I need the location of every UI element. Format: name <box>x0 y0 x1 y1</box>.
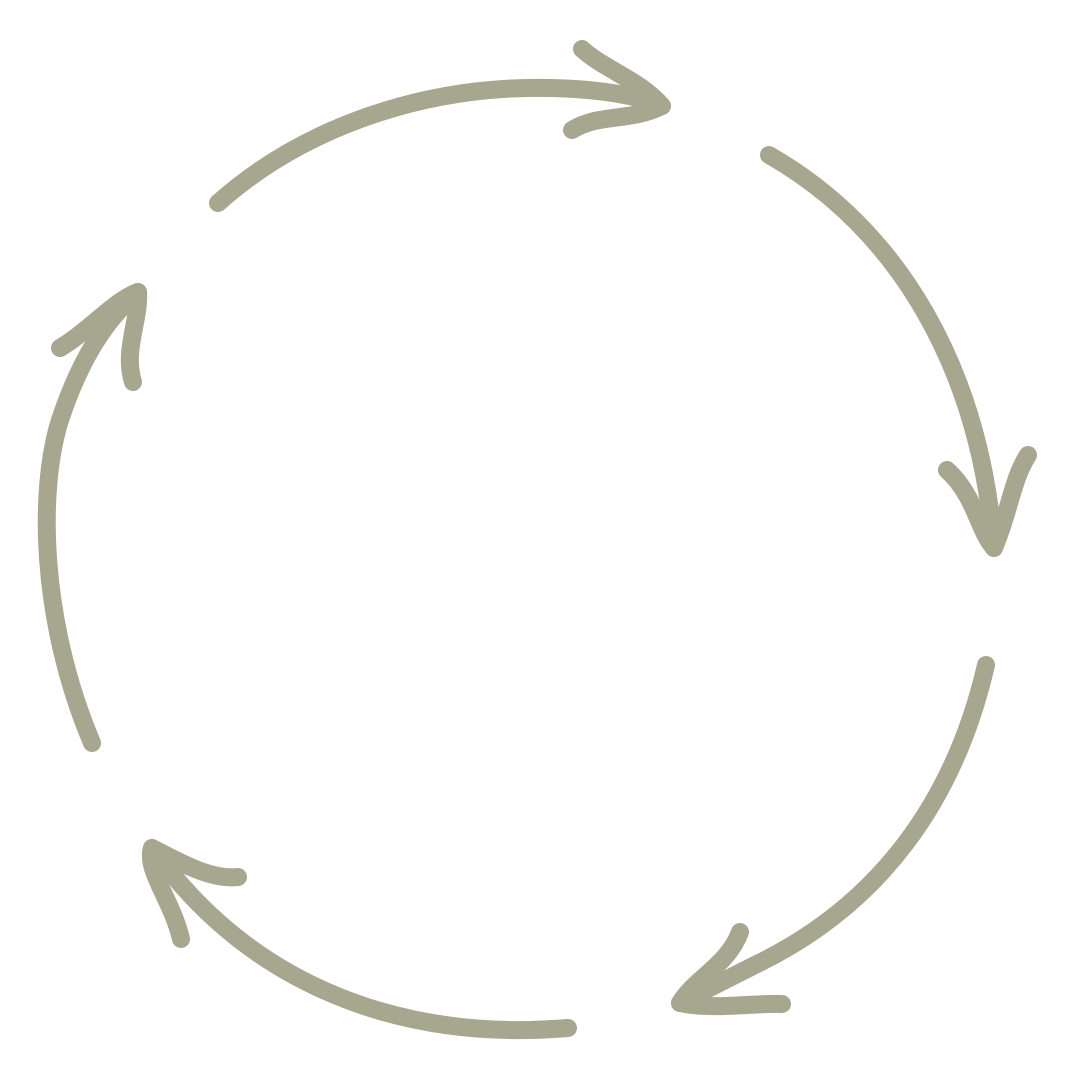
cycle-arrow-right-head <box>938 446 1037 557</box>
cycle-arrow-right <box>760 146 1037 557</box>
cycle-arrow-bottom-left-head <box>141 839 247 948</box>
cycle-arrow-right-shaft <box>760 146 1003 557</box>
cycle-arrow-bottom-right-head <box>671 923 791 1016</box>
cycle-arrow-bottom-right <box>671 656 995 1016</box>
cycle-arrow-top-shaft <box>209 78 671 212</box>
cycle-arrow-top <box>209 40 671 212</box>
cycle-arrow-left-head <box>51 283 148 391</box>
cycle-arrow-bottom-right-shaft <box>671 656 995 1012</box>
cycle-arrow-bottom-left-shaft <box>143 839 577 1040</box>
cycle-arrow-left <box>37 283 148 752</box>
cycle-arrow-top-head <box>563 40 671 139</box>
cycle-arrow-left-shaft <box>37 283 147 752</box>
cycle-arrow-bottom-left <box>141 839 577 1040</box>
